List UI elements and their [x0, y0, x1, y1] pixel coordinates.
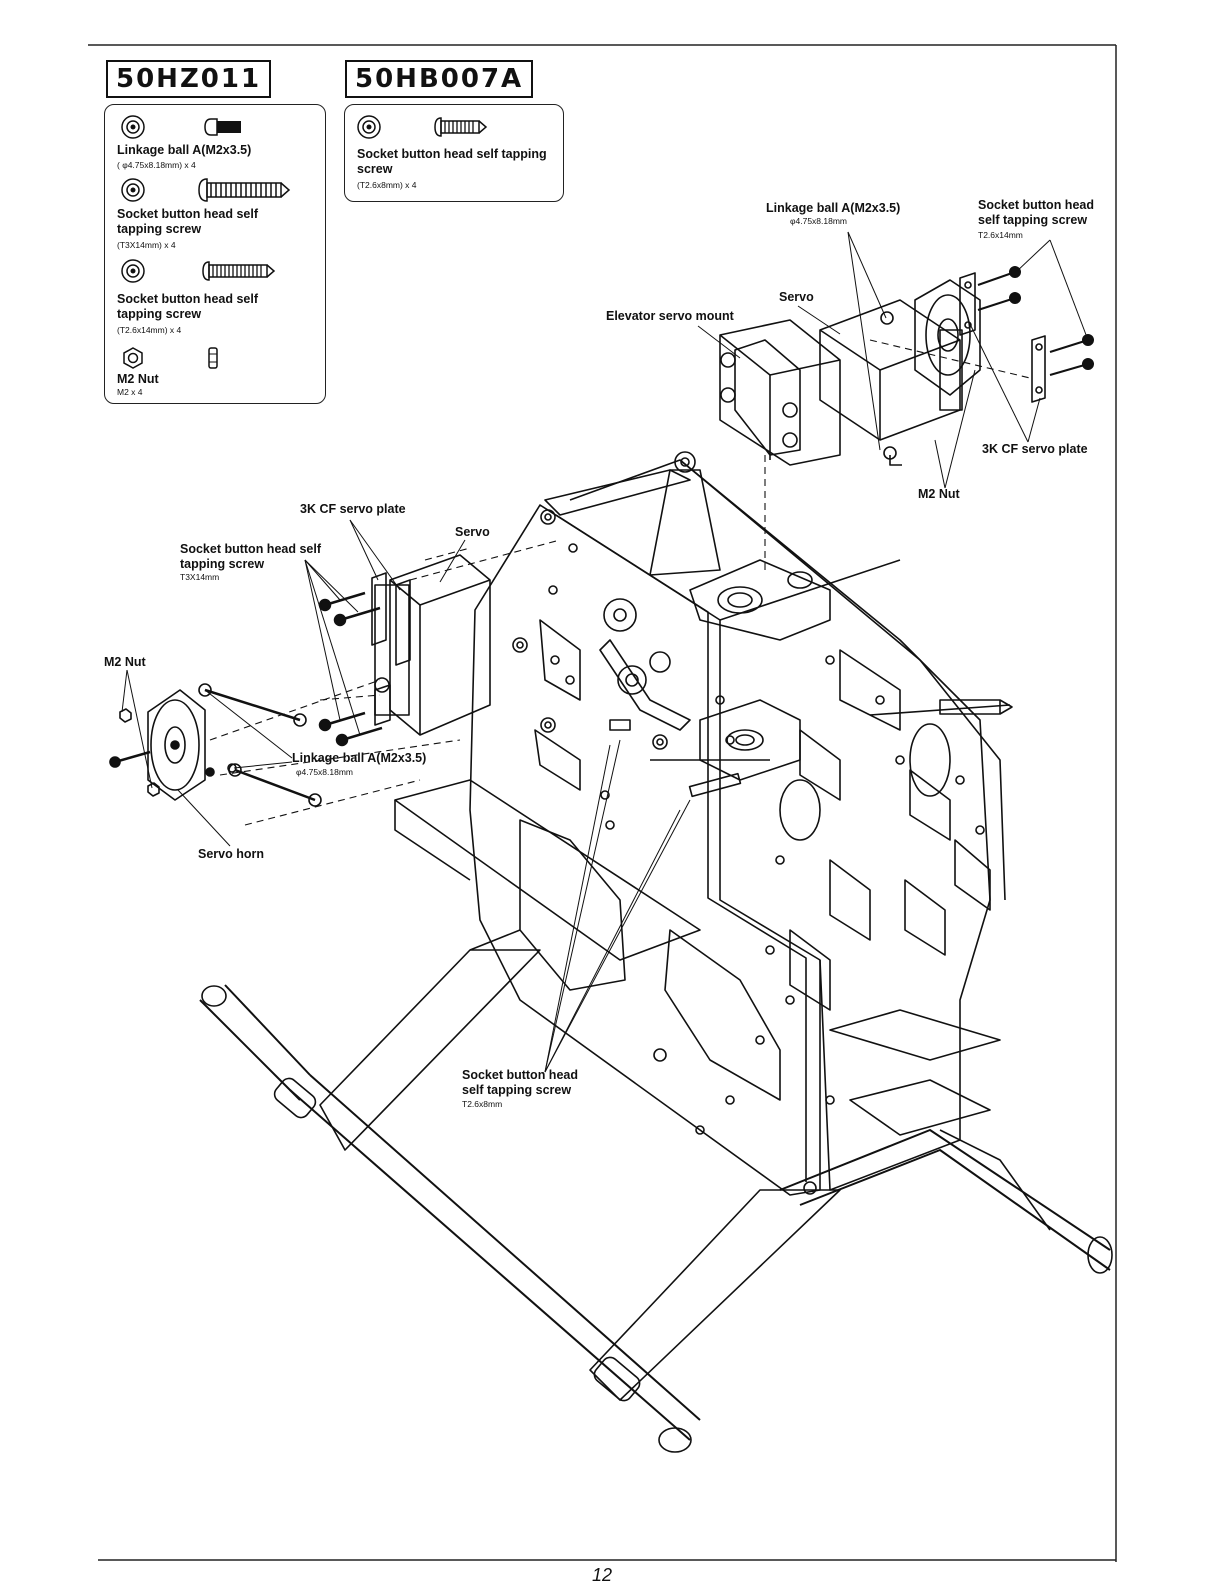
part-name-screw-t26x14: Socket button head self tapping screw [117, 292, 258, 321]
callout-screw-right-spec: T2.6x14mm [978, 230, 1023, 240]
callout-elevator-servo-mount: Elevator servo mount [606, 309, 734, 323]
part-name-m2-nut: M2 Nut [117, 372, 159, 386]
callout-screw-left: Socket button head self tapping screw [180, 542, 321, 571]
frame-icon [394, 459, 1013, 1196]
callout-linkage-ball-right-spec: φ4.75x8.18mm [790, 216, 848, 226]
screw-icon [121, 259, 276, 283]
callout-servo-left: Servo [455, 525, 490, 539]
callout-screw-left-spec: T3X14mm [180, 572, 220, 582]
part-name-screw-t26x8: Socket button head self tapping screw [357, 147, 547, 176]
callout-screw-bottom: Socket button head self tapping screw [462, 1068, 578, 1097]
part-spec-screw-t26x14: (T2.6x14mm) x 4 [117, 325, 182, 335]
package-code-50hb007a: 50HB007A [345, 60, 534, 98]
package-code-50hz011: 50HZ011 [106, 60, 272, 98]
leader-lines [121, 231, 1089, 1073]
cf-servo-plate-icon [959, 272, 1046, 403]
linkage-rod-icon [198, 683, 322, 807]
linkage-ball-icon [121, 115, 241, 139]
screw-icon [357, 115, 488, 139]
part-spec-screw-t26x8: (T2.6x8mm) x 4 [357, 180, 417, 190]
screw-icon [977, 266, 1094, 376]
callout-cf-plate-left: 3K CF servo plate [300, 502, 406, 516]
callout-servo-horn: Servo horn [198, 847, 264, 861]
cf-servo-plate-icon [371, 572, 411, 726]
page-number: 12 [592, 1565, 613, 1585]
landing-gear-icon [199, 929, 1113, 1453]
part-spec-m2-nut: M2 x 4 [117, 387, 143, 397]
parts-box-50hb007a: Socket button head self tapping screw (T… [344, 104, 564, 202]
callout-servo-right: Servo [779, 290, 814, 304]
callout-cf-plate-right: 3K CF servo plate [982, 442, 1088, 456]
elevator-servo-mount-icon [719, 319, 841, 466]
nut-icon [123, 347, 218, 369]
callout-m2-nut-right: M2 Nut [918, 487, 960, 501]
callout-m2-nut-left: M2 Nut [104, 655, 146, 669]
callout-linkage-ball-left: Linkage ball A(M2x3.5) [292, 751, 427, 765]
parts-box-50hz011: Linkage ball A(M2x3.5) ( φ4.75x8.18mm) x… [104, 104, 326, 404]
parts-icons-2 [357, 115, 488, 139]
callout-linkage-ball-left-spec: φ4.75x8.18mm [296, 767, 354, 777]
bearing-block-icon [599, 451, 831, 798]
alignment-lines [209, 339, 1031, 826]
servo-horn-icon [914, 279, 981, 396]
part-spec-linkage-ball: ( φ4.75x8.18mm) x 4 [117, 160, 196, 170]
part-name-linkage-ball: Linkage ball A(M2x3.5) [117, 143, 252, 157]
servo-horn-icon [109, 689, 206, 801]
servo-icon [819, 299, 963, 466]
callout-screw-bottom-spec: T2.6x8mm [462, 1099, 503, 1109]
screw-icon [121, 178, 291, 202]
parts-icons [121, 115, 291, 369]
part-name-screw-t3x14: Socket button head self tapping screw [117, 207, 258, 236]
callout-screw-right: Socket button head self tapping screw [978, 198, 1094, 227]
callout-linkage-ball-right: Linkage ball A(M2x3.5) [766, 201, 901, 215]
part-spec-screw-t3x14: (T3X14mm) x 4 [117, 240, 176, 250]
